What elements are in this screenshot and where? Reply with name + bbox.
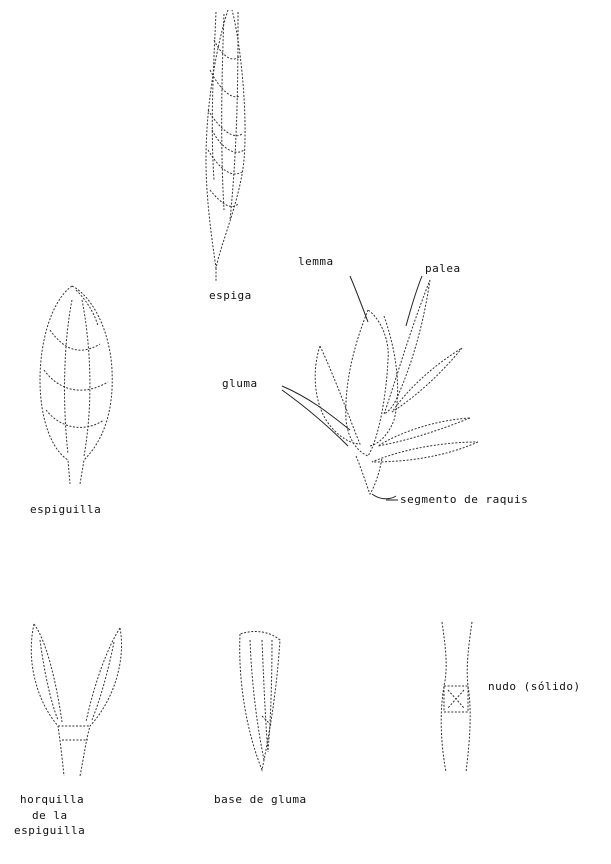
- espiga-drawing: [206, 10, 245, 282]
- label-horquilla-line-1: horquilla: [20, 793, 84, 806]
- label-espiguilla: espiguilla: [30, 503, 101, 516]
- espiguilla-drawing: [40, 286, 112, 484]
- gluma-leader-line-2: [282, 390, 348, 446]
- label-horquilla-line-3: espiguilla: [14, 824, 85, 837]
- lemma-leader-line: [350, 276, 368, 322]
- label-nudo-solido: nudo (sólido): [488, 680, 581, 693]
- palea-leader-line: [406, 276, 422, 326]
- label-lemma: lemma: [298, 255, 334, 268]
- dissected-spikelet-drawing: [315, 280, 478, 499]
- base-gluma-drawing: [240, 632, 280, 770]
- label-base-de-gluma: base de gluma: [214, 793, 307, 806]
- label-espiga: espiga: [209, 289, 252, 302]
- label-segmento-de-raquis: segmento de raquis: [400, 493, 528, 506]
- label-palea: palea: [425, 262, 461, 275]
- nudo-drawing: [441, 622, 472, 772]
- label-gluma: gluma: [222, 377, 258, 390]
- horquilla-drawing: [31, 624, 121, 776]
- label-horquilla-line-2: de la: [32, 809, 68, 822]
